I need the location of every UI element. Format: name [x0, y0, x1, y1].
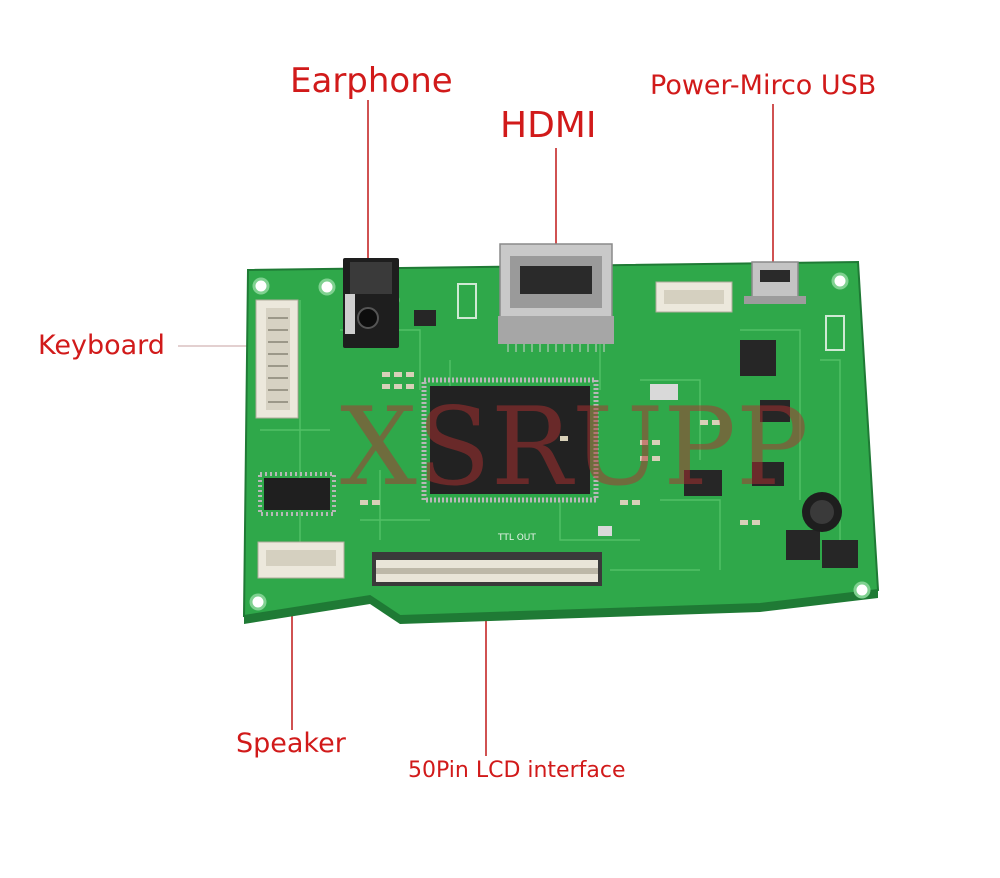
small-components — [414, 283, 858, 568]
watermark-text: XSRUPP — [340, 385, 809, 510]
pcb-edge-shadow — [244, 590, 878, 624]
micro-usb-port — [744, 261, 806, 304]
speaker-label: Speaker — [236, 728, 346, 759]
keyboard-connector — [255, 299, 299, 419]
earphone-jack — [343, 258, 399, 348]
lcd-interface-label: 50Pin LCD interface — [408, 758, 626, 783]
mounting-hole — [831, 272, 849, 290]
passive-components — [360, 372, 760, 525]
mounting-hole — [249, 593, 267, 611]
power-inductor — [802, 492, 842, 532]
keyboard-label: Keyboard — [38, 330, 165, 361]
pcb-traces — [260, 300, 841, 571]
speaker-connector — [257, 541, 345, 579]
hdmi-port — [498, 243, 614, 352]
silkscreen-ttl-out: TTL OUT — [497, 533, 536, 543]
power-micro-usb-label: Power-Mirco USB — [650, 70, 877, 101]
mounting-hole — [252, 277, 270, 295]
lcd-fpc-connector — [372, 552, 602, 586]
mounting-hole — [853, 581, 871, 599]
earphone-label: Earphone — [290, 61, 453, 101]
mounting-hole — [318, 278, 336, 296]
hdmi-label: HDMI — [500, 105, 597, 146]
power-jst-connector — [655, 281, 733, 313]
hdmi-pins — [507, 344, 605, 352]
secondary-ic-chip — [258, 472, 336, 516]
